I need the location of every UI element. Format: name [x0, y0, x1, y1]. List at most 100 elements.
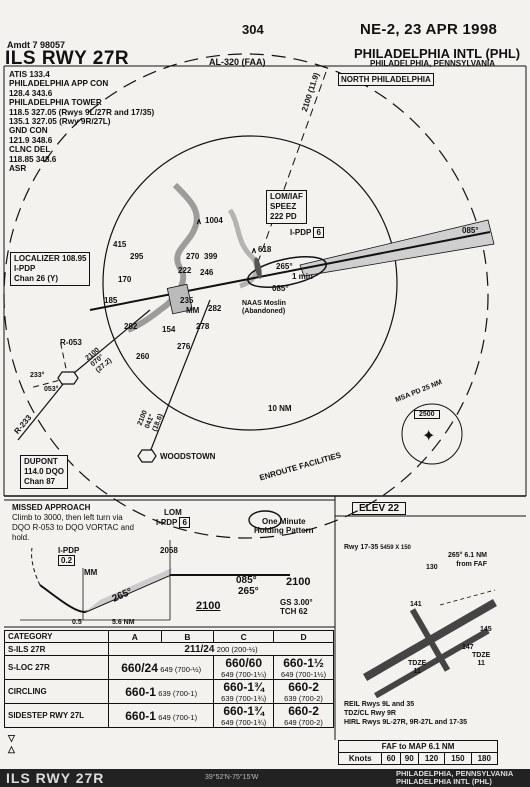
rwy-1735-label: Rwy 17-35 5459 X 150	[344, 544, 411, 551]
cat-d: D	[273, 630, 334, 643]
obstacle: 235	[180, 296, 194, 305]
takeoff-minimums-icon: ▽	[8, 733, 15, 743]
dupont-name: DUPONT	[24, 457, 58, 466]
profile-hold-out: 085°	[236, 575, 257, 586]
course-inbound: 265°	[276, 262, 293, 271]
elevation-box: ELEV 22	[352, 502, 407, 515]
msa-vor-icon: ✦	[422, 428, 436, 445]
cat-b: B	[160, 630, 215, 643]
radial-053-deg: 053°	[44, 386, 59, 393]
dupont-chan: Chan 87	[24, 477, 56, 486]
lom-iaf-box: LOM/IAF SPEEZ 222 PD	[266, 190, 307, 224]
missed-approach: MISSED APPROACH Climb to 3000, then left…	[12, 503, 142, 543]
lom-name: SPEEZ	[270, 202, 297, 211]
apd-130: 130	[426, 564, 438, 571]
profile-alt-2058: 2058	[160, 546, 178, 555]
knots-label: Knots	[337, 752, 383, 765]
profile-fix-alt: 2100	[196, 600, 221, 612]
woodstown-label: WOODSTOWN	[160, 452, 216, 461]
loc-title: LOCALIZER 108.95	[14, 254, 87, 263]
msa-altitude: 2500	[414, 410, 440, 419]
obstacle: 415	[113, 240, 127, 249]
profile-hold-alt: 2100	[286, 576, 311, 588]
obstacle: 170	[118, 275, 132, 284]
obstacle: 246	[200, 268, 214, 277]
faf-map-title: FAF to MAP 6.1 NM	[338, 740, 498, 753]
mm-label: MM	[186, 306, 200, 315]
radial-233-deg: 233°	[30, 372, 45, 379]
dupont-freq: 114.0 DQO	[24, 467, 65, 476]
freq-line: ATIS 133.4	[9, 70, 50, 79]
profile-ipdp: I-PDP 6	[156, 517, 190, 528]
obstacle: 399	[204, 252, 218, 261]
circ-ab: 660-1 639 (700-1)	[108, 679, 215, 704]
freq-line: PHILADELPHIA TOWER	[9, 98, 102, 108]
svg-text:∧: ∧	[251, 246, 257, 255]
holding-time: 1 min	[292, 272, 313, 281]
airport-location: PHILADELPHIA, PENNSYLVANIA	[370, 59, 496, 68]
ten-nm-label: 10 NM	[268, 404, 292, 413]
woodstown-vortac-icon	[137, 449, 157, 463]
apd-145: 145	[480, 626, 492, 633]
freq-line: GND CON	[9, 126, 48, 136]
profile-gs: GS 3.00°TCH 62	[280, 598, 313, 616]
profile-hold-in: 265°	[238, 586, 259, 597]
obstacle: 270	[186, 252, 200, 261]
lom-label: LOM/IAF	[270, 192, 303, 201]
footer-bar	[0, 769, 530, 787]
profile-mm: MM	[84, 568, 98, 577]
footer-title: ILS RWY 27R	[6, 770, 105, 786]
knots-cell: 180	[470, 752, 499, 765]
obstacle: 295	[130, 252, 144, 261]
loc-ab: 660/24 649 (700-½)	[108, 655, 215, 680]
row-name: S-LOC 27R	[3, 655, 110, 680]
course-right: 085°	[462, 226, 479, 235]
obstacle: 154	[162, 325, 176, 334]
obstacle: 222	[178, 266, 192, 275]
dupont-box: DUPONT 114.0 DQO Chan 87	[20, 455, 69, 489]
cat-c: C	[213, 630, 275, 643]
localizer-box: LOCALIZER 108.95 I-PDP Chan 26 (Y)	[10, 252, 91, 286]
lighting-notes: REIL Rwys 9L and 35 TDZ/CL Rwy 9R HIRL R…	[344, 700, 467, 727]
ipdp-fix: I-PDP 6	[290, 227, 324, 238]
cat-a: A	[108, 630, 162, 643]
row-name: SIDESTEP RWY 27L	[3, 703, 110, 728]
profile-dist-05: 0.5	[72, 619, 82, 626]
minimums-table: CATEGORY A B C D S-ILS 27R 211/24 200 (2…	[3, 630, 334, 728]
footer-coords: 39°52'N-75°15'W	[205, 774, 259, 781]
faf-map-table: FAF to MAP 6.1 NM Knots 60 90 120 150 18…	[337, 740, 499, 765]
freq-line: 128.4 343.6	[9, 88, 53, 98]
obstacle: 278	[196, 322, 210, 331]
note-line: TDZ/CL Rwy 9R	[344, 710, 396, 717]
freq-line: 118.5 327.05 (Rwys 9L/27R and 17/35)	[9, 107, 155, 117]
freq-line: 135.1 327.05 (Rwy 9R/27L)	[9, 117, 111, 127]
freq-line: CLNC DEL	[9, 145, 51, 155]
apd-147: 147	[462, 644, 474, 651]
missed-text: Climb to 3000, then left turn via DQO R-…	[12, 513, 134, 542]
missed-title: MISSED APPROACH	[12, 503, 91, 512]
profile-dist-56: 5.6 NM	[112, 619, 135, 626]
knots-cell: 120	[417, 752, 446, 765]
airport-name: PHILADELPHIA INTL (PHL)	[354, 46, 521, 61]
knots-cell: 90	[399, 752, 419, 765]
ten-nm-circle	[102, 135, 398, 431]
knots-cell: 150	[444, 752, 472, 765]
obstacle: 292	[124, 322, 138, 331]
loc-ident: I-PDP	[14, 264, 36, 273]
freq-line: PHILADELPHIA APP CON	[9, 79, 109, 89]
effective-date: NE-2, 23 APR 1998	[360, 21, 498, 38]
obstacle: 260	[136, 352, 150, 361]
dupont-vortac-icon	[57, 371, 79, 385]
row-name: CIRCLING	[3, 679, 110, 704]
knots-cell: 60	[381, 752, 401, 765]
